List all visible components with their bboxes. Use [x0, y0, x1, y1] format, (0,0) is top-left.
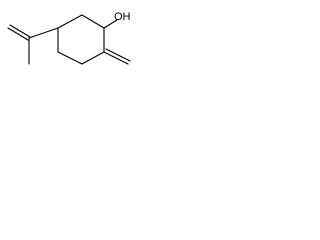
bond-c3-oh [103, 19, 118, 29]
bond-ring-c4-c5 [81, 51, 105, 65]
bond-vinyl-double-a [7, 27, 29, 41]
bond-methylene-double-b [105, 48, 131, 62]
bond-vinyl-double-b [9, 24, 31, 38]
bond-ring-c2-c3 [81, 14, 105, 29]
bond-methylene-double-a [103, 51, 129, 65]
hydroxyl-label: OH [114, 11, 131, 23]
bond-ring-c5-c6 [57, 51, 83, 65]
bond-ring-c1-c2 [57, 14, 83, 29]
bond-isopropenyl-ring [28, 27, 59, 39]
molecule-structure: OH [7, 11, 131, 65]
